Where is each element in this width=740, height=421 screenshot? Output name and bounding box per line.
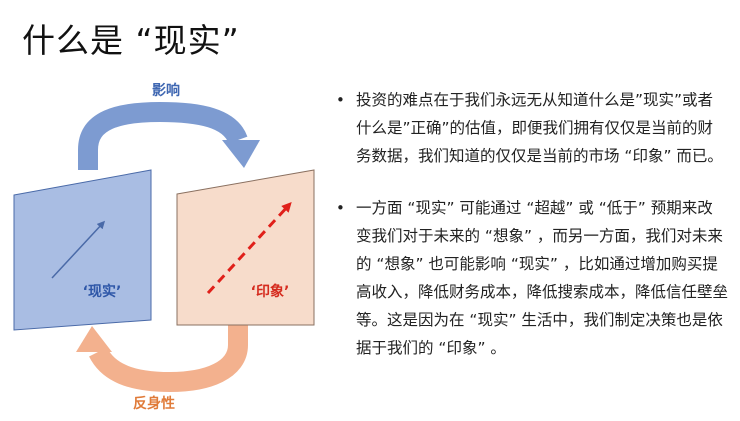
reflexivity-label: 反身性 bbox=[133, 395, 175, 412]
impression-panel-label: ‘印象’ bbox=[251, 283, 290, 300]
bullet-item: • 一方面 “现实” 可能通过 “超越” 或 “低于” 预期来改变我们对于未来的… bbox=[336, 194, 728, 362]
bullet-item: • 投资的难点在于我们永远无从知道什么是”现实”或者什么是”正确”的估值，即便我… bbox=[336, 86, 728, 170]
impression-dashed-arrow bbox=[206, 202, 292, 295]
influence-label: 影响 bbox=[152, 82, 180, 99]
bullet-text: 投资的难点在于我们永远无从知道什么是”现实”或者什么是”正确”的估值，即便我们拥… bbox=[356, 91, 723, 165]
reality-arrow bbox=[51, 220, 106, 279]
reflexivity-arrow bbox=[76, 325, 248, 393]
impression-panel bbox=[176, 169, 315, 326]
page-title: 什么是 “现实” bbox=[22, 21, 240, 60]
bullet-dot: • bbox=[336, 91, 345, 109]
reality-panel bbox=[13, 169, 152, 331]
reality-panel-label: ‘现实’ bbox=[83, 283, 122, 300]
reflexivity-diagram: 影响 反身性 ‘现实’ ‘印象’ bbox=[13, 82, 315, 412]
bullet-text: 一方面 “现实” 可能通过 “超越” 或 “低于” 预期来改变我们对于未来的 “… bbox=[356, 199, 729, 357]
bullet-dot: • bbox=[336, 199, 345, 217]
influence-arrow bbox=[78, 101, 260, 170]
bullet-list: • 投资的难点在于我们永远无从知道什么是”现实”或者什么是”正确”的估值，即便我… bbox=[336, 86, 728, 362]
